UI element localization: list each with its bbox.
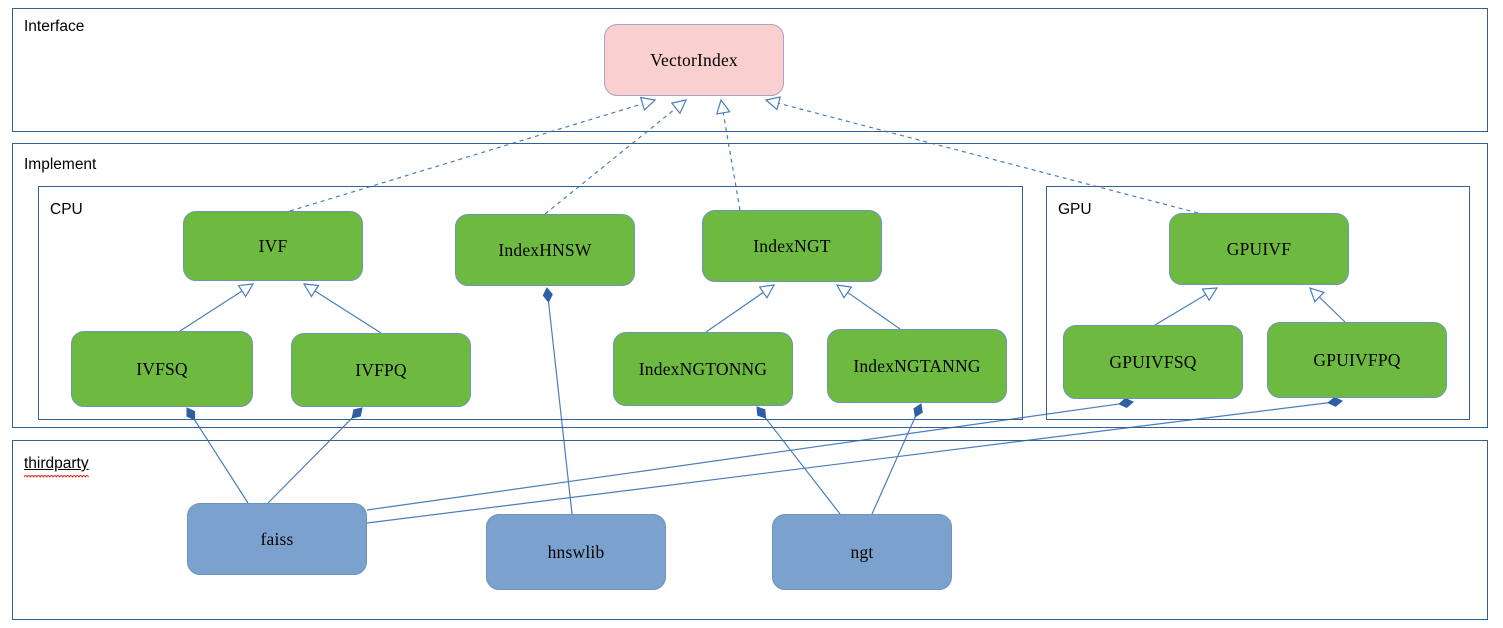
node-hnswlib[interactable]: hnswlib [486, 514, 666, 590]
container-label-thirdparty: thirdparty [24, 456, 89, 478]
node-indexngtanng[interactable]: IndexNGTANNG [827, 329, 1007, 403]
container-label-gpu: GPU [1058, 201, 1092, 218]
container-label-cpu: CPU [50, 201, 83, 218]
container-label-interface: Interface [24, 18, 85, 35]
container-cpu [38, 186, 1023, 420]
node-ivfsq[interactable]: IVFSQ [71, 331, 253, 407]
node-gpuivf[interactable]: GPUIVF [1169, 213, 1349, 285]
node-faiss[interactable]: faiss [187, 503, 367, 575]
container-gpu [1046, 186, 1470, 420]
node-ivfpq[interactable]: IVFPQ [291, 333, 471, 407]
spellcheck-squiggle-icon [24, 474, 89, 478]
container-thirdparty [12, 440, 1488, 620]
node-ngt[interactable]: ngt [772, 514, 952, 590]
node-ivf[interactable]: IVF [183, 211, 363, 281]
node-gpuivfsq[interactable]: GPUIVFSQ [1063, 325, 1243, 399]
node-indexhnsw[interactable]: IndexHNSW [455, 214, 635, 286]
node-indexngtonng[interactable]: IndexNGTONNG [613, 332, 793, 406]
node-vectorindex[interactable]: VectorIndex [604, 24, 784, 96]
container-implement [12, 143, 1488, 428]
node-indexngt[interactable]: IndexNGT [702, 210, 882, 282]
container-interface [12, 8, 1488, 132]
node-gpuivfpq[interactable]: GPUIVFPQ [1267, 322, 1447, 398]
container-label-implement: Implement [24, 156, 97, 173]
